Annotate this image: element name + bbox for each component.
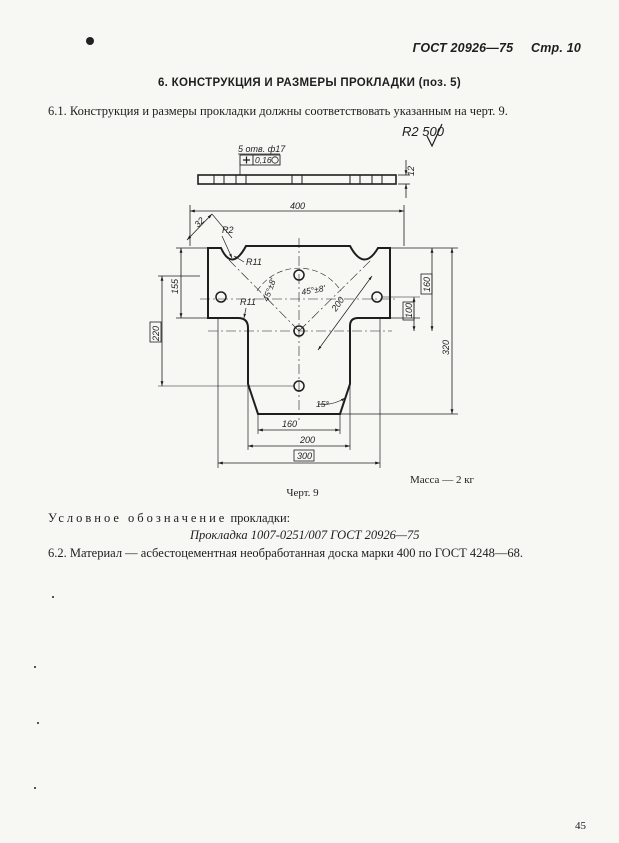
designation-label: Условное обозначение прокладки: bbox=[48, 511, 290, 526]
dim-155: 155 bbox=[170, 278, 180, 294]
roughness-label: R2 500 bbox=[402, 124, 445, 139]
section-title: 6. КОНСТРУКЦИЯ И РАЗМЕРЫ ПРОКЛАДКИ (поз.… bbox=[157, 77, 462, 89]
dim-angle-15: 15° bbox=[316, 399, 329, 409]
dim-320: 320 bbox=[441, 340, 451, 355]
designation-label-spaced: Условное обозначение bbox=[48, 511, 228, 525]
tolerance-frame bbox=[239, 154, 281, 166]
dim-300: 300 bbox=[297, 451, 312, 461]
dim-200-diag: 200 bbox=[329, 295, 346, 314]
speck bbox=[52, 596, 54, 598]
designation-label-rest: прокладки: bbox=[227, 511, 291, 525]
speck bbox=[34, 666, 36, 668]
dim-200-bottom: 200 bbox=[299, 435, 315, 445]
punch-dot bbox=[86, 37, 94, 45]
dim-thickness: 12 bbox=[406, 166, 416, 176]
header-standard: ГОСТ 20926—75 bbox=[412, 41, 514, 55]
speck bbox=[37, 722, 39, 724]
position-symbol-icon bbox=[243, 156, 250, 164]
dim-160-right: 160 bbox=[422, 277, 432, 292]
designation-value: Прокладка 1007-0251/007 ГОСТ 20926—75 bbox=[190, 528, 420, 542]
position-tolerance: 0,16 bbox=[255, 155, 272, 165]
dim-angle-right: 45°±8' bbox=[301, 283, 327, 297]
dim-160-bottom: 160 bbox=[282, 419, 297, 429]
dim-r11-top: R11 bbox=[246, 257, 262, 267]
paragraph-6-2: 6.2. Материал — асбестоцементная необраб… bbox=[48, 546, 524, 560]
figure-caption: Черт. 9 bbox=[286, 487, 319, 499]
holes-note: 5 отв. ф17 bbox=[238, 144, 286, 154]
mass-note: Масса — 2 кг bbox=[410, 474, 475, 486]
dim-100: 100 bbox=[404, 303, 414, 318]
side-view bbox=[197, 160, 410, 198]
dim-400: 400 bbox=[290, 201, 305, 211]
dim-220: 220 bbox=[151, 326, 161, 342]
modifier-icon bbox=[271, 156, 279, 164]
roughness-check-icon bbox=[426, 123, 443, 148]
speck bbox=[34, 787, 36, 789]
dim-r2: R2 bbox=[222, 225, 234, 235]
paragraph-6-1: 6.1. Конструкция и размеры прокладки дол… bbox=[48, 104, 508, 118]
dim-r11-left: R11 bbox=[240, 297, 256, 307]
page-header: ГОСТ 20926—75 Стр. 10 bbox=[413, 41, 581, 55]
dim-32: 32 bbox=[192, 215, 206, 229]
page-number: 45 bbox=[575, 820, 586, 832]
center-lines bbox=[200, 238, 398, 420]
header-page: Стр. 10 bbox=[530, 41, 581, 55]
